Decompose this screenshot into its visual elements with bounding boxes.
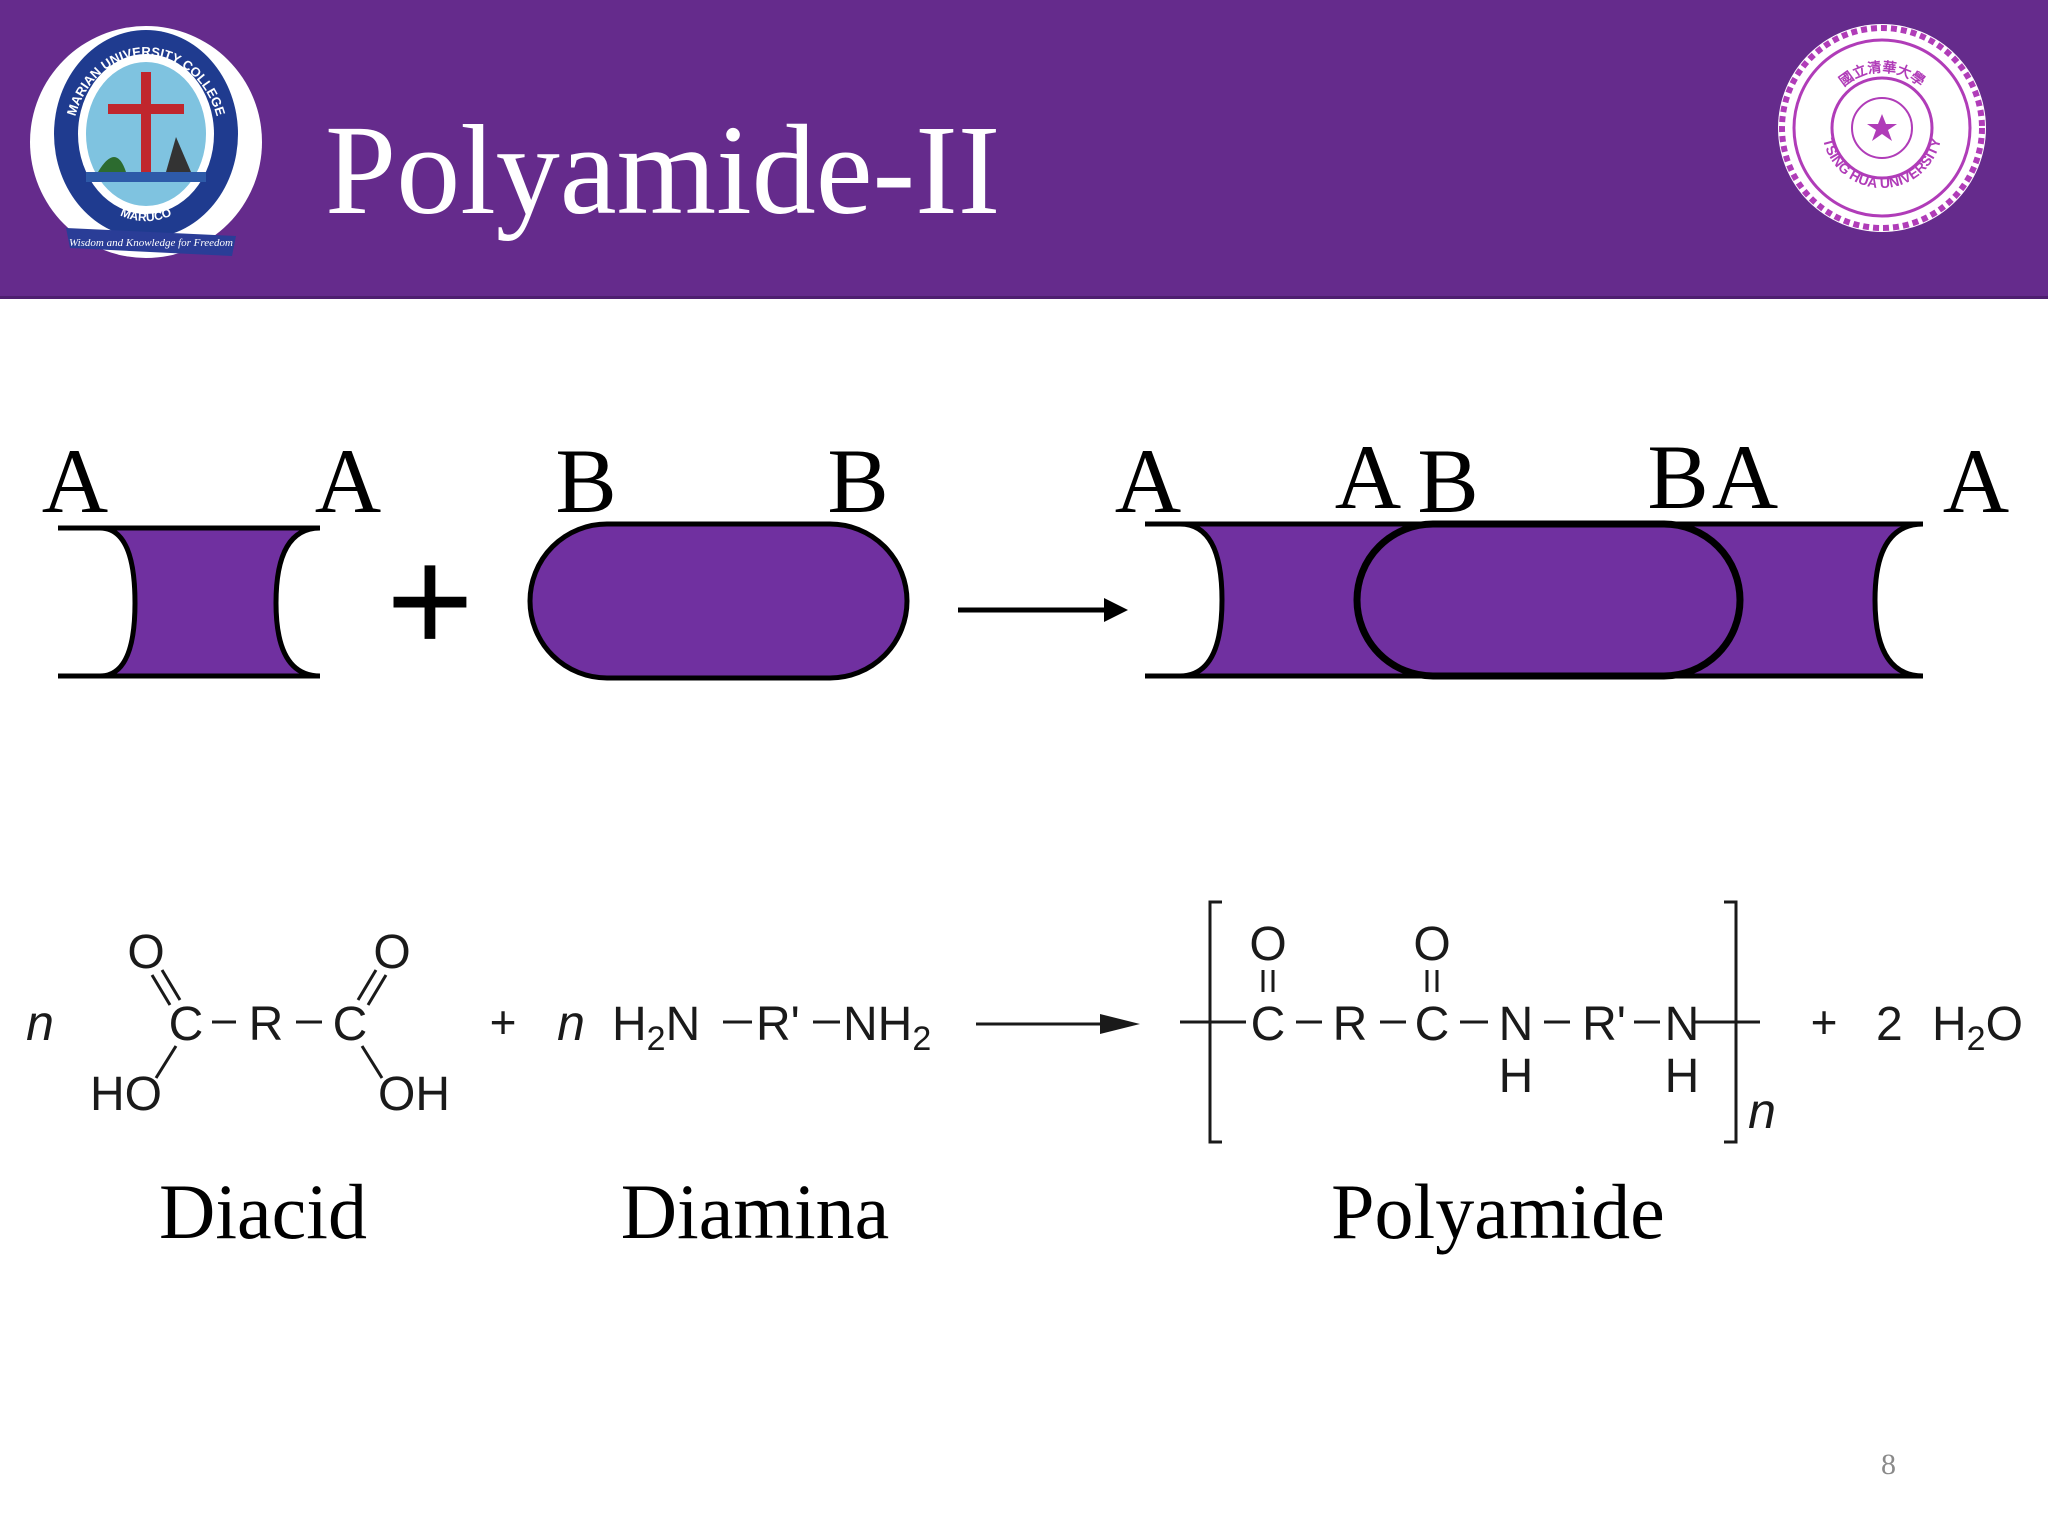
svg-text:NH2: NH2	[843, 998, 931, 1058]
diamine-n-left: N	[666, 998, 701, 1051]
water-subscript: 2	[1967, 1020, 1986, 1058]
caption-diamina: Diamina	[621, 1168, 890, 1255]
diacid-right-carbon: C	[333, 998, 368, 1051]
product-label-6: A	[1943, 430, 2009, 532]
page-number: 8	[1881, 1448, 1896, 1481]
diacid-structure: O O C R C HO OH	[90, 926, 450, 1121]
polymer-r-prime: R'	[1582, 998, 1626, 1051]
monomer-b-right-label: B	[827, 430, 888, 532]
polymer-hydrogen-1: H	[1499, 1050, 1534, 1103]
monomer-aa	[58, 528, 320, 676]
product-label-5: A	[1712, 426, 1778, 528]
diamine-r-prime: R'	[756, 998, 800, 1051]
monomer-a-left-label: A	[42, 430, 108, 532]
title-banner	[0, 0, 2048, 299]
equation-plus-1: +	[490, 996, 517, 1048]
equation-plus-2: +	[1811, 996, 1838, 1048]
diamine-subscript-left: 2	[647, 1020, 666, 1058]
product-label-4: B	[1647, 426, 1708, 528]
polymer-carbon-2: C	[1415, 998, 1450, 1051]
tsing-hua-university-logo: TSING HUA UNIVERSITY 國立清華大學	[1778, 24, 1986, 232]
svg-text:MARUCO: MARUCO	[119, 205, 174, 224]
caption-diacid: Diacid	[159, 1168, 367, 1255]
svg-text:H2O: H2O	[1932, 998, 2023, 1058]
product-label-3: B	[1417, 430, 1478, 532]
slide-title: Polyamide-II	[325, 99, 1001, 241]
schematic-arrow	[958, 598, 1128, 622]
polymer-product	[1145, 520, 1924, 680]
chemical-equation: n O O C R C HO OH + n H2N R'	[26, 900, 2023, 1144]
diacid-r-group: R	[249, 998, 284, 1051]
left-logo-motto: Wisdom and Knowledge for Freedom	[69, 237, 233, 249]
svg-text:H2N: H2N	[612, 998, 700, 1058]
water-coefficient: 2	[1876, 998, 1903, 1051]
diamine-nh: NH	[843, 998, 912, 1051]
polymer-r-group: R	[1333, 998, 1368, 1051]
diamine-subscript-right: 2	[912, 1020, 931, 1058]
schematic-row: A A + B B A A B B A A	[42, 426, 2009, 684]
diacid-left-hydroxyl: HO	[90, 1068, 162, 1121]
marian-university-college-logo: MARIAN UNIVERSITY COLLEGE MARUCO Wisdom …	[30, 26, 262, 258]
diacid-left-carbon: C	[169, 998, 204, 1051]
polymer-nitrogen-2: N	[1665, 998, 1700, 1051]
polymer-oxygen-1: O	[1249, 918, 1286, 971]
polyamide-structure: O C R O C N H R' N H n	[1180, 900, 1776, 1144]
monomer-a-right-label: A	[315, 430, 381, 532]
monomer-bb	[527, 521, 910, 681]
caption-polyamide: Polyamide	[1331, 1168, 1665, 1255]
diacid-left-oxygen: O	[127, 926, 164, 979]
product-label-1: A	[1115, 430, 1181, 532]
diamine-coefficient: n	[557, 995, 585, 1051]
equation-arrow	[976, 1014, 1140, 1034]
monomer-b-left-label: B	[555, 430, 616, 532]
diamine-structure: H2N R' NH2	[612, 998, 931, 1058]
polymer-oxygen-2: O	[1413, 918, 1450, 971]
diacid-right-hydroxyl: OH	[378, 1068, 450, 1121]
diacid-coefficient: n	[26, 995, 54, 1051]
water-h: H	[1932, 998, 1967, 1051]
polymer-repeat-n: n	[1748, 1083, 1776, 1139]
product-label-2: A	[1335, 426, 1401, 528]
polymer-hydrogen-2: H	[1665, 1050, 1700, 1103]
polymer-carbon-1: C	[1251, 998, 1286, 1051]
polymer-nitrogen-1: N	[1499, 998, 1534, 1051]
water-o: O	[1986, 998, 2023, 1051]
schematic-plus: +	[386, 516, 474, 684]
diamine-h: H	[612, 998, 647, 1051]
left-logo-inner-text: MARUCO	[119, 205, 174, 224]
diacid-right-oxygen: O	[373, 926, 410, 979]
